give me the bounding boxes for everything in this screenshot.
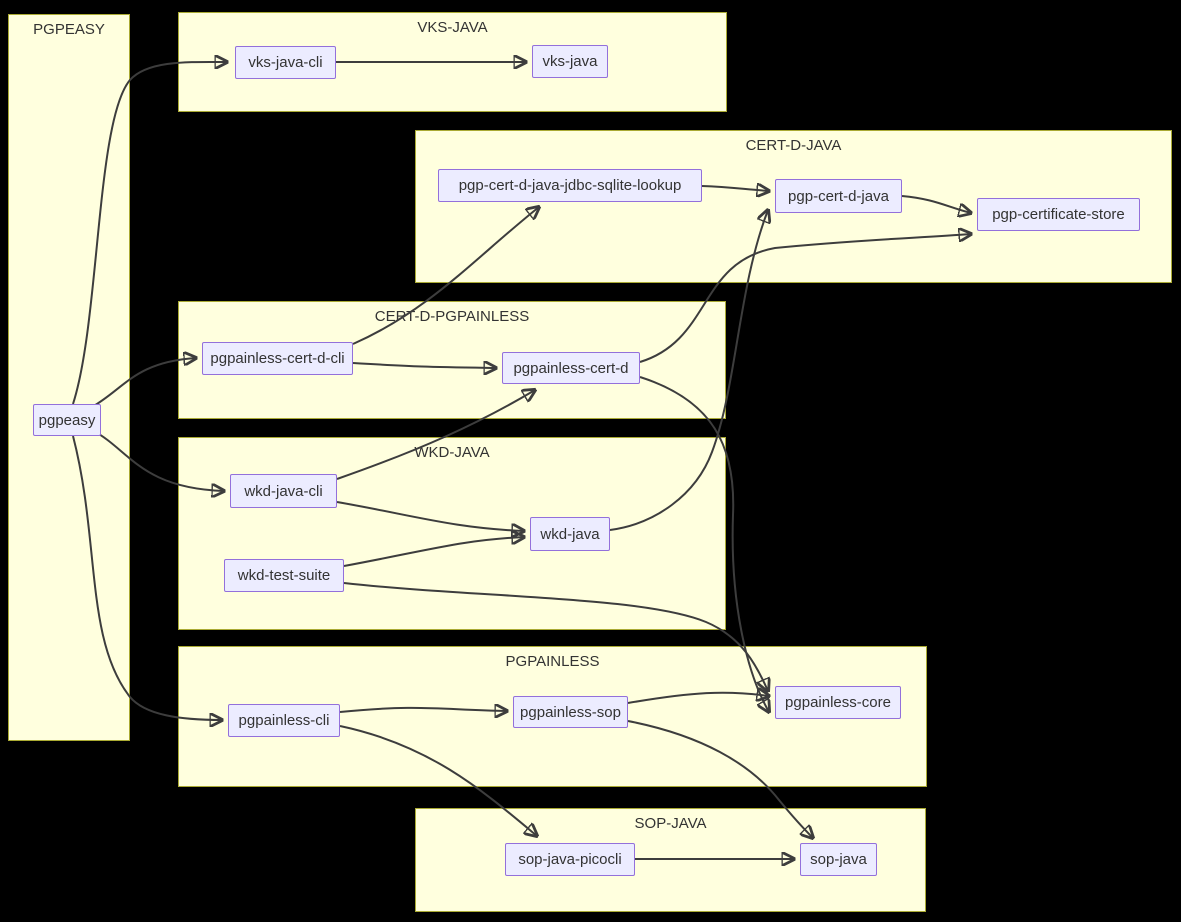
cluster-title-pgpainless: PGPAINLESS [505,653,600,670]
node-vks-java-cli: vks-java-cli [235,46,336,79]
edge-pgpainless-cert-d-to-pgpainless-core [639,376,769,712]
node-label: pgp-certificate-store [992,206,1125,223]
edge-wkd-java-cli-to-pgpainless-cert-d [336,390,535,480]
node-sop-java-picocli: sop-java-picocli [505,843,635,876]
node-pgp-certificate-store: pgp-certificate-store [977,198,1140,231]
edge-wkd-java-to-pgp-cert-d-java [609,210,768,531]
node-sop-java: sop-java [800,843,877,876]
node-pgpainless-sop: pgpainless-sop [513,696,628,728]
node-label: pgpeasy [38,411,96,429]
edge-pgpeasy-to-pgpainless-cert-d-cli [91,358,196,408]
edge-wkd-test-suite-to-pgpainless-core [343,582,768,691]
edge-pgpeasy-to-vks-java-cli [72,62,227,405]
edge-pgpainless-sop-to-sop-java [627,720,813,838]
node-label: sop-java [810,851,867,868]
node-wkd-java-cli: wkd-java-cli [230,474,337,508]
node-label: vks-java-cli [248,54,323,71]
edge-pgpeasy-to-pgpainless-cli [72,435,222,720]
node-vks-java: vks-java [532,45,608,78]
cluster-title-vks-java: VKS-JAVA [417,19,488,36]
edge-pgp-cert-d-java-jdbc-sqlite-lookup-to-pgp-cert-d-java [701,186,769,191]
node-wkd-java: wkd-java [530,517,610,551]
edge-pgpainless-cli-to-sop-java-picocli [339,725,537,836]
cluster-title-wkd-java: WKD-JAVA [414,444,490,461]
cluster-title-cert-d-pgpainless: CERT-D-PGPAINLESS [374,308,530,325]
node-label: pgpainless-cert-d-cli [210,350,345,367]
cluster-title-sop-java: SOP-JAVA [634,815,707,832]
node-wkd-test-suite: wkd-test-suite [224,559,344,592]
node-pgp-cert-d-java: pgp-cert-d-java [775,179,902,213]
node-label: vks-java [542,53,598,70]
node-pgp-cert-d-java-jdbc-sqlite-lookup: pgp-cert-d-java-jdbc-sqlite-lookup [438,169,702,202]
node-label: pgpainless-cli [238,712,330,729]
node-label: pgp-cert-d-java [788,187,889,205]
node-pgpainless-cli: pgpainless-cli [228,704,340,737]
edge-pgp-cert-d-java-to-pgp-certificate-store [901,195,971,213]
node-pgpainless-cert-d-cli: pgpainless-cert-d-cli [202,342,353,375]
edge-pgpainless-cert-d-cli-to-pgp-cert-d-java-jdbc-sqlite-lookup [352,207,539,345]
node-label: pgp-cert-d-java-jdbc-sqlite-lookup [458,177,682,194]
node-label: wkd-test-suite [237,567,331,584]
node-pgpainless-cert-d: pgpainless-cert-d [502,352,640,384]
edge-wkd-test-suite-to-wkd-java [343,537,524,567]
edge-pgpainless-sop-to-pgpainless-core [627,693,769,704]
node-label: wkd-java [540,525,600,543]
node-label: sop-java-picocli [518,851,622,868]
node-pgpeasy: pgpeasy [33,404,101,436]
node-label: pgpainless-sop [520,703,621,721]
edge-pgpeasy-to-wkd-java-cli [91,429,224,491]
cluster-wkd-java: WKD-JAVA [178,437,726,630]
cluster-title-cert-d-java: CERT-D-JAVA [745,137,842,154]
node-label: pgpainless-core [785,694,891,711]
node-label: pgpainless-cert-d [513,359,629,377]
node-pgpainless-core: pgpainless-core [775,686,901,719]
edge-pgpainless-cli-to-pgpainless-sop [339,708,507,712]
edge-wkd-java-cli-to-wkd-java [336,501,524,531]
edge-pgpainless-cert-d-to-pgp-certificate-store [639,234,971,363]
edge-pgpainless-cert-d-cli-to-pgpainless-cert-d [352,363,496,368]
node-label: wkd-java-cli [244,482,323,500]
cluster-title-pgpeasy: PGPEASY [33,21,105,38]
